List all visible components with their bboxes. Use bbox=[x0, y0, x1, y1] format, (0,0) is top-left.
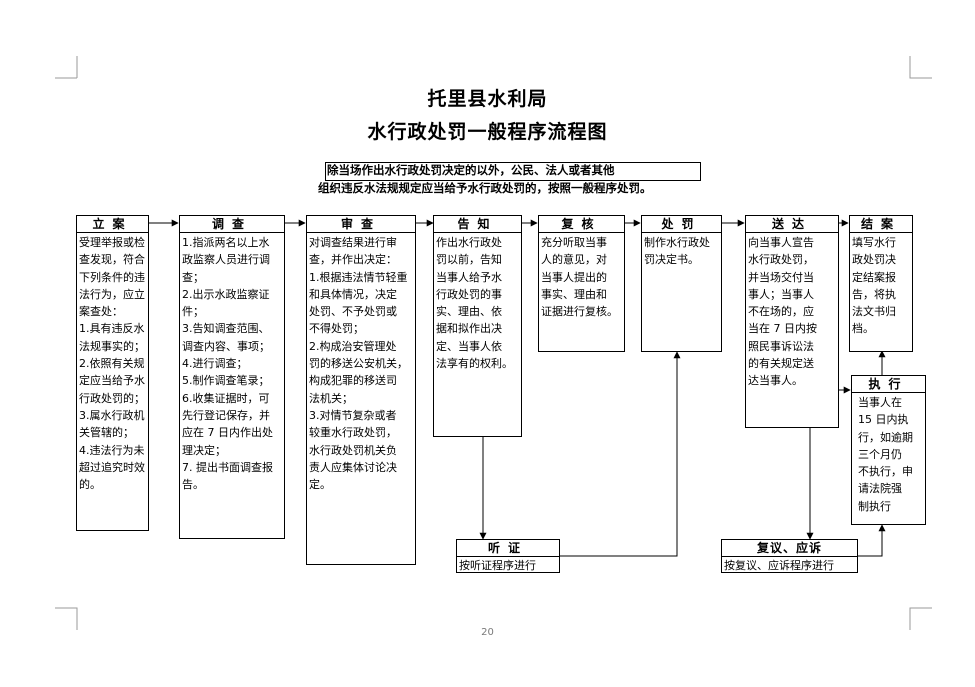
step-box-diaocha: 调查 1.指派两名以上水政监察人员进行调查； 2.出示水政监察证件；3.告知调查… bbox=[179, 215, 285, 539]
step-title: 送达 bbox=[746, 216, 838, 233]
step-title: 复核 bbox=[539, 216, 624, 233]
step-box-chufa: 处罚 制作水行政处罚决定书。 bbox=[641, 215, 722, 352]
step-title: 调查 bbox=[180, 216, 284, 233]
org-title: 托里县水利局 bbox=[427, 88, 548, 110]
step-body: 对调查结果进行审查，并作出决定：1.根据违法情节轻重 和具体情况，决定处罚、不予… bbox=[309, 236, 408, 492]
hearing-text: 按听证程序进行 bbox=[459, 559, 536, 572]
hearing-title: 听证 bbox=[457, 540, 559, 557]
step-body: 1.指派两名以上水政监察人员进行调查； 2.出示水政监察证件；3.告知调查范围、… bbox=[182, 236, 273, 492]
step-box-gaozhi: 告知 作出水行政处罚以前，告知当事人给予水 行政处罚的事实、理由、依据和拟作出决… bbox=[433, 215, 522, 437]
step-body: 充分听取当事人的意见，对当事人提出的 事实、理由和证据进行复核。 bbox=[541, 236, 618, 319]
arrow-tingzheng-chufa bbox=[559, 351, 681, 557]
step-title: 审查 bbox=[307, 216, 415, 233]
step-box-shencha: 审查 对调查结果进行审查，并作出决定：1.根据违法情节轻重 和具体情况，决定处罚… bbox=[306, 215, 416, 565]
step-body: 向当事人宣告水行政处罚，并当场交付当 事人；当事人不在场的，应当在 7 日内按 … bbox=[748, 236, 817, 388]
note-box bbox=[325, 162, 701, 181]
step-box-fuhe: 复核 充分听取当事人的意见，对当事人提出的 事实、理由和证据进行复核。 bbox=[538, 215, 625, 352]
arrow-fuyi-zhixing bbox=[857, 524, 886, 557]
step-box-lian: 立案 受理举报或检查发现，符合下列条件的违 法行为，应立案查处：1.具有违反水 … bbox=[76, 215, 149, 531]
appeal-title: 复议、应诉 bbox=[722, 540, 857, 557]
step-title: 处罚 bbox=[642, 216, 721, 233]
step-title: 结案 bbox=[850, 216, 912, 233]
step-body: 制作水行政处罚决定书。 bbox=[644, 236, 710, 267]
note-line-2: 组织违反水法规规定应当给予水行政处罚的，按照一般程序处罚。 bbox=[318, 181, 652, 195]
step-box-songda: 送达 向当事人宣告水行政处罚，并当场交付当 事人；当事人不在场的，应当在 7 日… bbox=[745, 215, 839, 428]
step-body: 填写水行政处罚决定结案报 告，将执法文书归档。 bbox=[852, 236, 896, 336]
hearing-box: 听证 按听证程序进行 bbox=[456, 539, 560, 573]
step-body: 作出水行政处罚以前，告知当事人给予水 行政处罚的事实、理由、依据和拟作出决 定、… bbox=[436, 236, 513, 371]
step-box-jiean: 结案 填写水行政处罚决定结案报 告，将执法文书归档。 bbox=[849, 215, 913, 352]
page-number: 20 bbox=[481, 627, 494, 638]
step-title: 告知 bbox=[434, 216, 521, 233]
step-body: 受理举报或检查发现，符合下列条件的违 法行为，应立案查处：1.具有违反水 法规事… bbox=[79, 236, 145, 492]
step-title: 立案 bbox=[77, 216, 148, 233]
chart-title: 水行政处罚一般程序流程图 bbox=[367, 121, 608, 143]
step-title: 执行 bbox=[852, 376, 925, 393]
appeal-box: 复议、应诉 按复议、应诉程序进行 bbox=[721, 539, 858, 573]
note-line-1: 除当场作出水行政处罚决定的以外，公民、法人或者其他 bbox=[327, 163, 615, 177]
appeal-text: 按复议、应诉程序进行 bbox=[724, 559, 834, 572]
